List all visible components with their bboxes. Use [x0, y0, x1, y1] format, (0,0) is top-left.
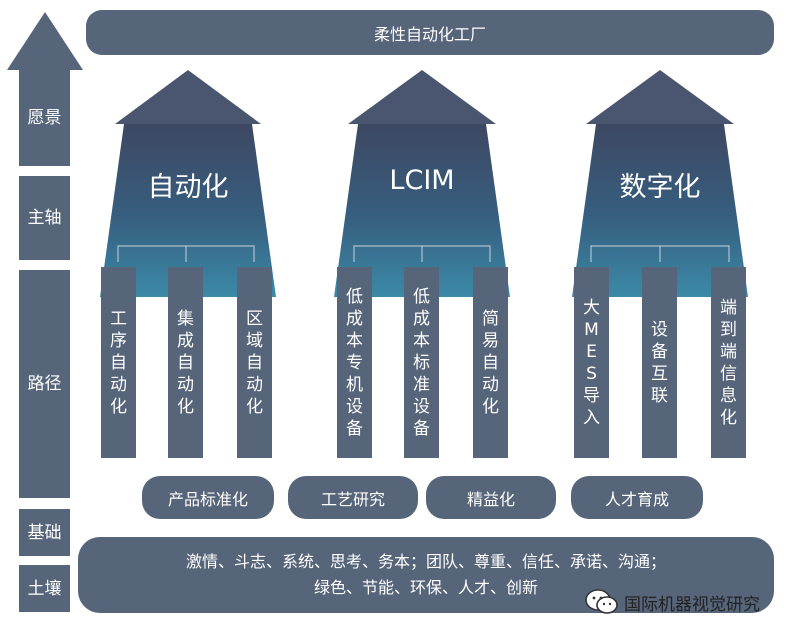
foundation-product-standardization: 产品标准化	[142, 476, 274, 519]
side-label-foundation: 基础	[19, 509, 70, 556]
column-mes-introduction: 大MES导入	[574, 267, 609, 458]
vision-arrow-head	[7, 12, 83, 70]
side-label-axis: 主轴	[19, 176, 70, 260]
pillar-title-automation: 自动化	[147, 172, 229, 203]
top-banner: 柔性自动化工厂	[86, 10, 774, 55]
watermark-text: 国际机器视觉研究	[624, 594, 760, 615]
pillar-1-shape	[100, 70, 276, 297]
wechat-icon	[585, 589, 618, 614]
column-low-cost-special-equipment: 低成本专机设备	[337, 267, 372, 458]
column-simple-automation: 简易自动化	[473, 267, 508, 458]
soil-line-2: 绿色、节能、环保、人才、创新	[313, 578, 538, 597]
pillar-title-lcim: LCIM	[389, 165, 455, 196]
column-equipment-interconnection: 设备互联	[642, 267, 677, 458]
column-integrated-automation: 集成自动化	[168, 267, 203, 458]
side-label-vision: 愿景	[19, 70, 70, 166]
watermark: 国际机器视觉研究	[584, 586, 802, 618]
pillar-title-digitalization: 数字化	[619, 172, 701, 203]
column-process-automation: 工序自动化	[101, 267, 136, 458]
soil-banner: 激情、斗志、系统、思考、务本；团队、尊重、信任、承诺、沟通； 绿色、节能、环保、…	[78, 537, 774, 613]
column-end-to-end-informatization: 端到端信息化	[711, 267, 746, 458]
foundation-talent-development: 人才育成	[571, 476, 703, 519]
foundation-process-research: 工艺研究	[288, 476, 418, 519]
soil-line-1: 激情、斗志、系统、思考、务本；团队、尊重、信任、承诺、沟通；	[185, 552, 666, 571]
side-label-soil: 土壤	[19, 565, 70, 612]
column-area-automation: 区域自动化	[237, 267, 272, 458]
pillar-3-shape	[572, 70, 748, 297]
column-low-cost-standard-equipment: 低成本标准设备	[404, 267, 439, 458]
pillar-2-shape	[334, 70, 510, 297]
foundation-lean: 精益化	[426, 476, 556, 519]
side-label-path: 路径	[19, 270, 70, 498]
